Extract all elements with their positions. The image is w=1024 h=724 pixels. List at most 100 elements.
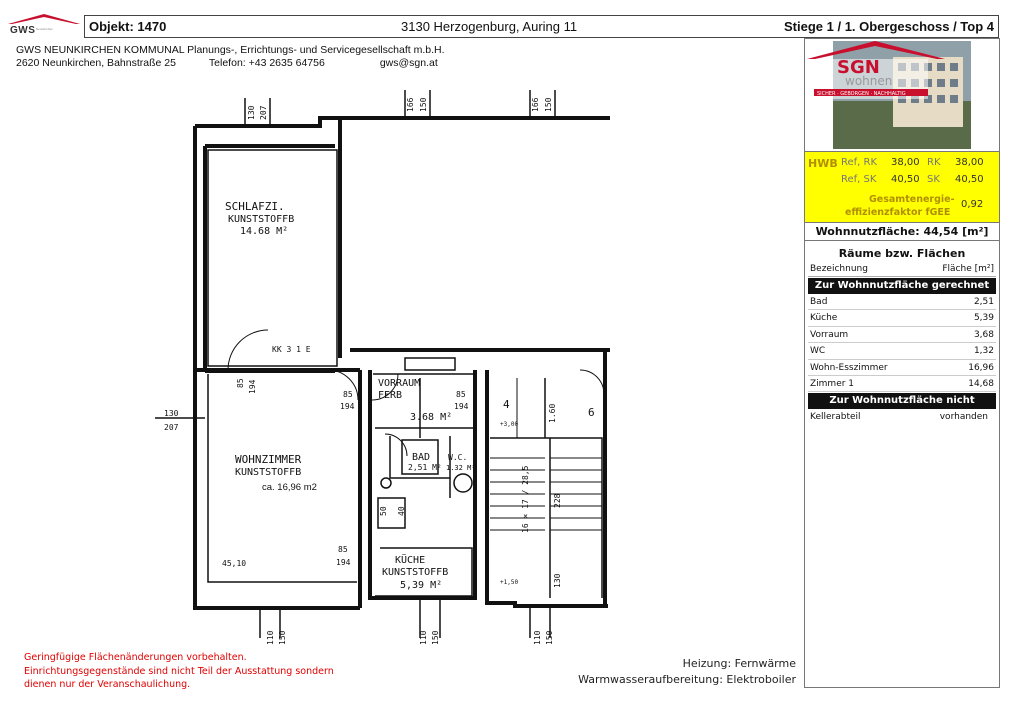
fgee-value: 0,92 [961,199,984,210]
dim-door3-b: 194 [454,402,469,411]
dim-top-2b: 150 [419,97,428,112]
disclaimer-line-1: Geringfügige Flächenänderungen vorbehalt… [24,652,247,663]
dim-door3-a: 85 [456,390,466,399]
label-wohnzimmer-floor: KUNSTSTOFFB [235,467,301,478]
section-counted: Zur Wohnnutzfläche gerechnet [808,278,996,294]
plan-windows [155,90,556,638]
sgn-logo-text: SGN [837,57,880,78]
fgee-label-1: Gesamtenergie- [869,194,955,205]
label-vorraum-area: 3.68 M² [410,412,452,423]
company-name: GWS NEUNKIRCHEN KOMMUNAL Planungs-, Erri… [16,44,445,56]
dim-bot-2a: 110 [419,630,428,645]
hwb-rk-label: RK [927,157,941,168]
label-kk: KK 3 1 E [272,345,311,354]
gws-roof-icon [8,14,80,24]
dim-left-a: 130 [164,409,179,418]
plan-inner-lines [207,149,603,598]
disclaimer-line-2: Einrichtungsgegenstände sind nicht Teil … [24,665,334,677]
col-name: Bezeichnung [810,264,868,274]
dim-top-3b: 150 [544,97,553,112]
dim-150b: +1,50 [500,579,518,586]
hwb-ref-rk-value: 38,00 [891,157,920,168]
company-street: 2620 Neunkirchen, Bahnstraße 25 [16,57,176,69]
info-panel: SGN wohnen SICHER · GEBORGEN · NACHHALTI… [804,38,1000,688]
hwb-sk-value: 40,50 [955,174,984,185]
floor-plan: SCHLAFZI. KUNSTSTOFFB 14.68 M² WOHNZIMME… [155,90,610,645]
dim-bot-3b: 150 [545,630,554,645]
plan-doors [227,329,605,457]
object-address: 3130 Herzogenburg, Auring 11 [401,19,578,34]
label-vorraum: VORRAUM [378,378,420,389]
rooms-header: Bezeichnung Fläche [m²] [808,261,996,277]
dim-door4-a: 85 [338,545,348,554]
label-kueche-area: 5,39 M² [400,580,442,591]
plan-stairs [490,378,602,531]
dim-130b: 130 [553,573,562,588]
label-schlafzi-area: 14.68 M² [240,226,288,237]
sgn-roof-icon [807,41,945,59]
rooms-table: Räume bzw. Flächen Bezeichnung Fläche [m… [808,247,996,426]
dim-wohn-door-b: 194 [248,379,257,394]
company-info: GWS NEUNKIRCHEN KOMMUNAL Planungs-, Erri… [16,44,445,70]
dim-bot-2b: 150 [431,630,440,645]
label-kueche: KÜCHE [395,553,425,566]
label-bad-area: 2,51 M² [408,463,442,472]
dim-160: 1.60 [548,404,557,423]
dim-wohn-door-a: 85 [236,378,245,388]
hwb-sk-label: SK [927,174,940,185]
label-kueche-floor: KUNSTSTOFFB [382,567,448,578]
dim-40: 40 [397,506,406,516]
label-wohnzimmer: WOHNZIMMER [235,453,302,466]
header-bar: Objekt: 1470 3130 Herzogenburg, Auring 1… [84,15,999,38]
hwb-ref-sk-label: Ref, SK [841,174,877,185]
sgn-tagline: SICHER · GEBORGEN · NACHHALTIG [817,91,906,97]
label-wc: W.C. [448,453,467,462]
sgn-brand-image: SGN wohnen SICHER · GEBORGEN · NACHHALTI… [807,41,971,149]
col-area: Fläche [m²] [942,264,994,274]
label-bad: BAD [412,452,430,463]
dim-top-2a: 166 [406,97,415,112]
dim-45: 45,10 [222,559,246,568]
company-phone: Telefon: +43 2635 64756 [208,57,325,69]
dim-bot-1a: 110 [266,630,275,645]
wohnnutzflaeche: Wohnnutzfläche: 44,54 [m²] [805,223,999,241]
warmwasser-text: Warmwasseraufbereitung: Elektroboiler [578,673,796,686]
dim-50: 50 [379,506,388,516]
gws-logo: GWS Neunkirchen [6,13,82,39]
heizung-text: Heizung: Fernwärme [682,657,796,670]
fgee-label-2: effizienzfaktor fGEE [845,207,951,218]
hwb-ref-sk-value: 40,50 [891,174,920,185]
rooms-title: Räume bzw. Flächen [838,247,966,260]
dim-top-3a: 166 [531,97,540,112]
dim-300: +3,00 [500,421,518,428]
object-label: Objekt: 1470 [89,19,167,34]
hwb-ref-rk-label: Ref, RK [841,157,878,168]
stair-floor-label: Stiege 1 / 1. Obergeschoss / Top 4 [784,19,994,34]
heating-info: Heizung: Fernwärme Warmwasseraufbereitun… [578,656,796,688]
dim-left-b: 207 [164,423,179,432]
label-wohnzimmer-area: ca. 16,96 m2 [262,482,317,493]
hwb-box: HWB Ref, RK 38,00 RK 38,00 Ref, SK 40,50… [805,151,999,223]
label-schlafzi: SCHLAFZI. [225,200,285,213]
dim-228: 228 [553,493,562,508]
label-schlafzi-floor: KUNSTSTOFFB [228,214,294,225]
dim-door4-b: 194 [336,558,351,567]
dim-stair: 16 × 17 / 28,5 [521,465,530,533]
section-not-counted: Zur Wohnnutzfläche nicht gerechnet [808,393,996,422]
label-wc-area: 1.32 M² [446,464,476,472]
hwb-label: HWB [808,157,838,170]
gws-logo-text: GWS [10,25,36,36]
plan-walls [193,116,610,610]
dim-bot-3a: 110 [533,630,542,645]
dim-6: 6 [588,406,595,419]
disclaimer: Geringfügige Flächenänderungen vorbehalt… [24,651,334,692]
dim-bot-1b: 150 [278,630,287,645]
dim-top-1b: 207 [259,105,268,120]
